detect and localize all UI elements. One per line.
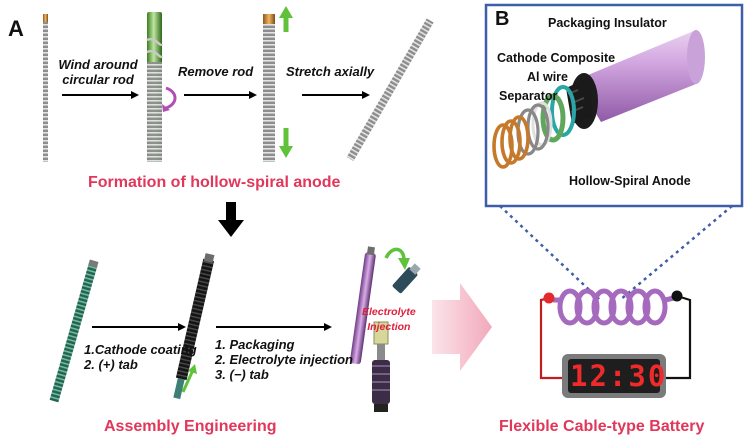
- green-tab-arrow: [181, 369, 195, 393]
- digital-display: [562, 354, 666, 398]
- label-al-wire: Al wire: [527, 70, 568, 84]
- battery-title: Flexible Cable-type Battery: [499, 418, 705, 435]
- electrolyte-injection-label: Electrolyte Injection: [362, 306, 416, 333]
- step-remove-label: Remove rod: [178, 64, 254, 79]
- panel-label-a: A: [8, 16, 24, 41]
- label-hollow-spiral-anode: Hollow-Spiral Anode: [569, 174, 691, 188]
- positive-terminal: [543, 292, 555, 304]
- label-separator: Separator: [499, 89, 558, 103]
- step-packaging-label: 1. Packaging 2. Electrolyte injection 3.…: [215, 337, 353, 382]
- green-stretch-arrows: [279, 6, 293, 158]
- assembly-title: Assembly Engineering: [104, 418, 277, 435]
- injection-device: [384, 247, 421, 294]
- zoom-line-right: [619, 205, 733, 301]
- zoom-line-left: [499, 205, 601, 301]
- spring-cable: [553, 288, 675, 326]
- hollow-spiral: [263, 14, 275, 162]
- step-cathode-label: 1.Cathode coating 2. (+) tab: [84, 342, 197, 372]
- packaged-cable: [350, 246, 390, 412]
- panel-label-b: B: [495, 8, 510, 30]
- curved-remove-arrow: [165, 86, 177, 110]
- rod-with-winding: [146, 12, 177, 162]
- formation-title: Formation of hollow-spiral anode: [88, 174, 341, 191]
- step-stretch-label: Stretch axially: [286, 64, 375, 79]
- coated-cable: [173, 253, 215, 400]
- cable-cross-section: [492, 30, 705, 169]
- pink-arrow: [432, 283, 492, 371]
- wire-initial: [43, 14, 48, 162]
- cathode-coated-spiral: [49, 259, 99, 403]
- step-wind-label: Wind around circular rod: [58, 57, 138, 87]
- label-packaging-insulator: Packaging Insulator: [548, 16, 667, 30]
- down-arrow: [218, 202, 244, 237]
- stretched-spiral: [346, 18, 434, 162]
- battery-display-readout: 12:30: [570, 359, 668, 393]
- negative-terminal: [671, 290, 683, 302]
- label-cathode-composite: Cathode Composite: [497, 51, 616, 65]
